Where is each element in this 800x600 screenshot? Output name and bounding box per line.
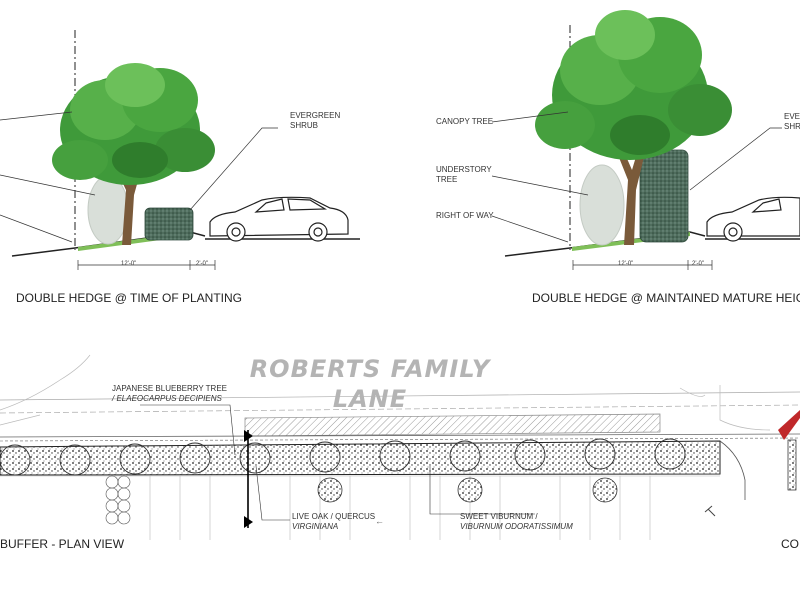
entry-curve — [719, 440, 746, 500]
dimension-12ft: 12'-0" — [618, 261, 634, 267]
canopy-tree — [52, 63, 215, 185]
leader-oak — [255, 465, 290, 521]
leader-right-of-way — [491, 215, 569, 243]
leader-understory — [0, 174, 96, 196]
label-evergreen-shrub-right: EVER SHRU — [784, 112, 800, 131]
dimension-line — [572, 260, 713, 270]
understory-tree — [579, 164, 625, 246]
drive-curve — [0, 354, 91, 411]
red-accent — [778, 410, 800, 440]
dimension-2ft: 2'-0" — [692, 261, 704, 267]
sidewalk-hatch — [244, 413, 661, 437]
plan-view: ← — [0, 354, 800, 540]
street-name-line-1: ROBERTS FAMILY — [249, 355, 491, 383]
label-right-of-way: RIGHT OF WAY — [436, 211, 494, 220]
north-marker-icon — [704, 505, 716, 517]
leader-evergreen-shrub — [189, 127, 278, 211]
svg-text:←: ← — [375, 516, 384, 526]
street-name-line-2: LANE — [332, 385, 408, 413]
tree-circles — [0, 438, 686, 476]
label-live-oak: LIVE OAK / QUERCUS VIRGINIANA — [292, 512, 376, 531]
right-hedge-fragment — [787, 439, 797, 491]
label-understory-tree: UNDERSTORY TREE — [436, 165, 492, 184]
label-evergreen-shrub: EVERGREEN SHRUB — [290, 111, 341, 130]
evergreen-hedge — [639, 149, 689, 243]
left-cluster — [105, 475, 131, 525]
car — [706, 196, 800, 242]
leader-evergreen-shrub — [689, 127, 782, 191]
dimension-2ft: 2'-0" — [196, 261, 208, 267]
understory-tree — [87, 175, 129, 245]
elevation-time-of-planting — [0, 30, 360, 270]
dimension-line — [77, 260, 216, 270]
caption-plan-view: BUFFER - PLAN VIEW — [0, 537, 125, 551]
lower-tree-circles — [317, 477, 618, 503]
elevation-mature-height — [491, 10, 800, 270]
label-canopy-tree: CANOPY TREE — [436, 117, 494, 126]
caption-time-of-planting: DOUBLE HEDGE @ TIME OF PLANTING — [16, 291, 242, 305]
section-marker — [244, 430, 253, 528]
car — [209, 196, 349, 242]
caption-right-fragment: CO — [781, 537, 799, 551]
hedge-plan-band — [0, 440, 721, 476]
leader-canopy — [491, 111, 569, 123]
canopy-tree — [535, 10, 732, 160]
evergreen-hedge — [144, 207, 194, 241]
dimension-12ft: 12'-0" — [121, 261, 137, 267]
leader-japanese — [140, 404, 236, 456]
label-japanese-blueberry: JAPANESE BLUEBERRY TREE / ELAEOCARPUS DE… — [112, 384, 228, 403]
caption-mature-height: DOUBLE HEDGE @ MAINTAINED MATURE HEIG — [532, 291, 800, 305]
leader-canopy — [0, 111, 73, 121]
leader-right-of-way — [0, 214, 73, 243]
leader-understory — [491, 175, 589, 196]
label-sweet-viburnum: SWEET VIBURNUM / VIBURNUM ODORATISSIMUM — [460, 512, 573, 531]
leader-viburnum — [429, 466, 535, 515]
